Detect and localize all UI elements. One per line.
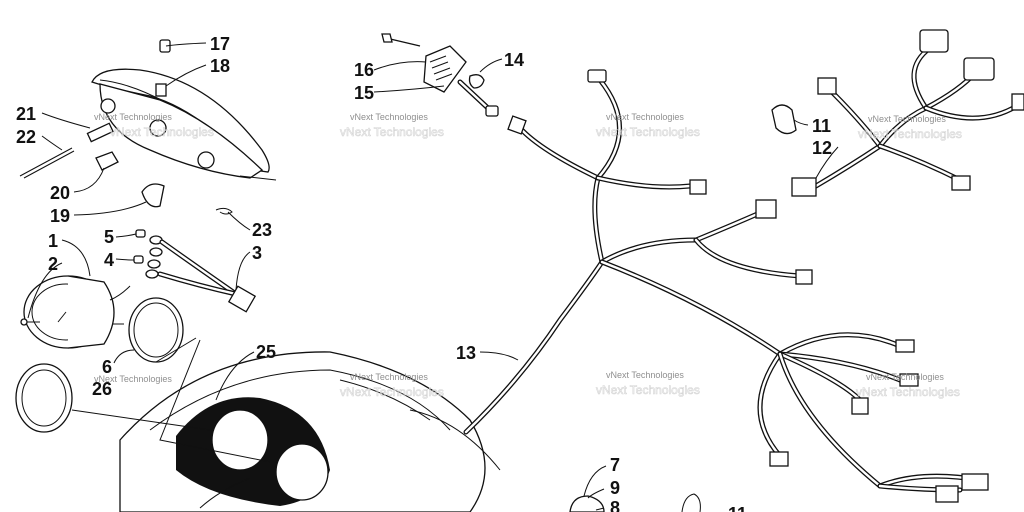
headlight-assembly (91, 68, 277, 181)
gauge-assembly (20, 275, 124, 349)
callout-13: 13 (456, 343, 476, 363)
gauge-lens-left (211, 409, 269, 471)
bulb-socket (95, 151, 119, 171)
callout-26: 26 (92, 379, 112, 399)
watermark-text: vNext Technologies (866, 372, 944, 382)
callout-25: 25 (256, 342, 276, 362)
callout-2: 2 (48, 254, 58, 274)
watermark-text: vNext Technologies (110, 125, 214, 139)
watermark-text: vNext Technologies (868, 114, 946, 124)
watermark-text: vNext Technologies (596, 383, 700, 397)
spring-part (86, 122, 114, 143)
watermark-text: vNext Technologies (856, 385, 960, 399)
wire-clip (215, 207, 233, 215)
adjuster-screw (19, 147, 73, 177)
watermark-text: vNext Technologies (606, 112, 684, 122)
watermark-text: vNext Technologies (340, 385, 444, 399)
callout-7: 7 (610, 455, 620, 475)
callout-16: 16 (354, 60, 374, 80)
instrument-pod (119, 351, 501, 512)
watermark-text: vNext Technologies (350, 372, 428, 382)
gauge-lens-right (275, 443, 329, 501)
watermark-text: vNext Technologies (596, 125, 700, 139)
clip-part (159, 39, 171, 53)
watermark-text: vNext Technologies (606, 370, 684, 380)
gauge-harness (133, 229, 257, 313)
callout-19: 19 (50, 206, 70, 226)
callout-labels: 17 18 21 22 20 19 23 1 5 3 2 4 25 6 26 1… (16, 34, 832, 512)
gauge-bezel (15, 363, 73, 433)
watermark-text: vNext Technologies (350, 112, 428, 122)
watermark-text: vNext Technologies (94, 374, 172, 384)
callout-6: 6 (102, 357, 112, 377)
callout-1: 1 (48, 231, 58, 251)
callout-5: 5 (104, 227, 114, 247)
leader-lines (27, 42, 839, 511)
main-wiring-harness (463, 69, 989, 503)
callout-20: 20 (50, 183, 70, 203)
callout-4: 4 (104, 250, 114, 270)
callout-18: 18 (210, 56, 230, 76)
snap-ring-upper (771, 104, 797, 135)
callout-12: 12 (812, 138, 832, 158)
snap-ring-lower (681, 493, 701, 512)
relay-assembly (381, 33, 499, 117)
bulb-boot (141, 183, 165, 208)
callout-22: 22 (16, 127, 36, 147)
watermark-text: vNext Technologies (858, 127, 962, 141)
gauge-gasket (128, 297, 184, 363)
watermark-text: vNext Technologies (340, 125, 444, 139)
watermarks: vNext Technologies vNext Technologies vN… (94, 112, 962, 399)
watermark-text: vNext Technologies (94, 112, 172, 122)
sub-harness (791, 29, 1024, 197)
callout-15: 15 (354, 83, 374, 103)
callout-14: 14 (504, 50, 524, 70)
callout-23: 23 (252, 220, 272, 240)
callout-21: 21 (16, 104, 36, 124)
callout-11-lower: 11 (728, 504, 747, 512)
callout-3: 3 (252, 243, 262, 263)
callout-8: 8 (610, 498, 620, 512)
callout-17: 17 (210, 34, 230, 54)
callout-11-upper: 11 (812, 116, 831, 136)
callout-9: 9 (610, 478, 620, 498)
